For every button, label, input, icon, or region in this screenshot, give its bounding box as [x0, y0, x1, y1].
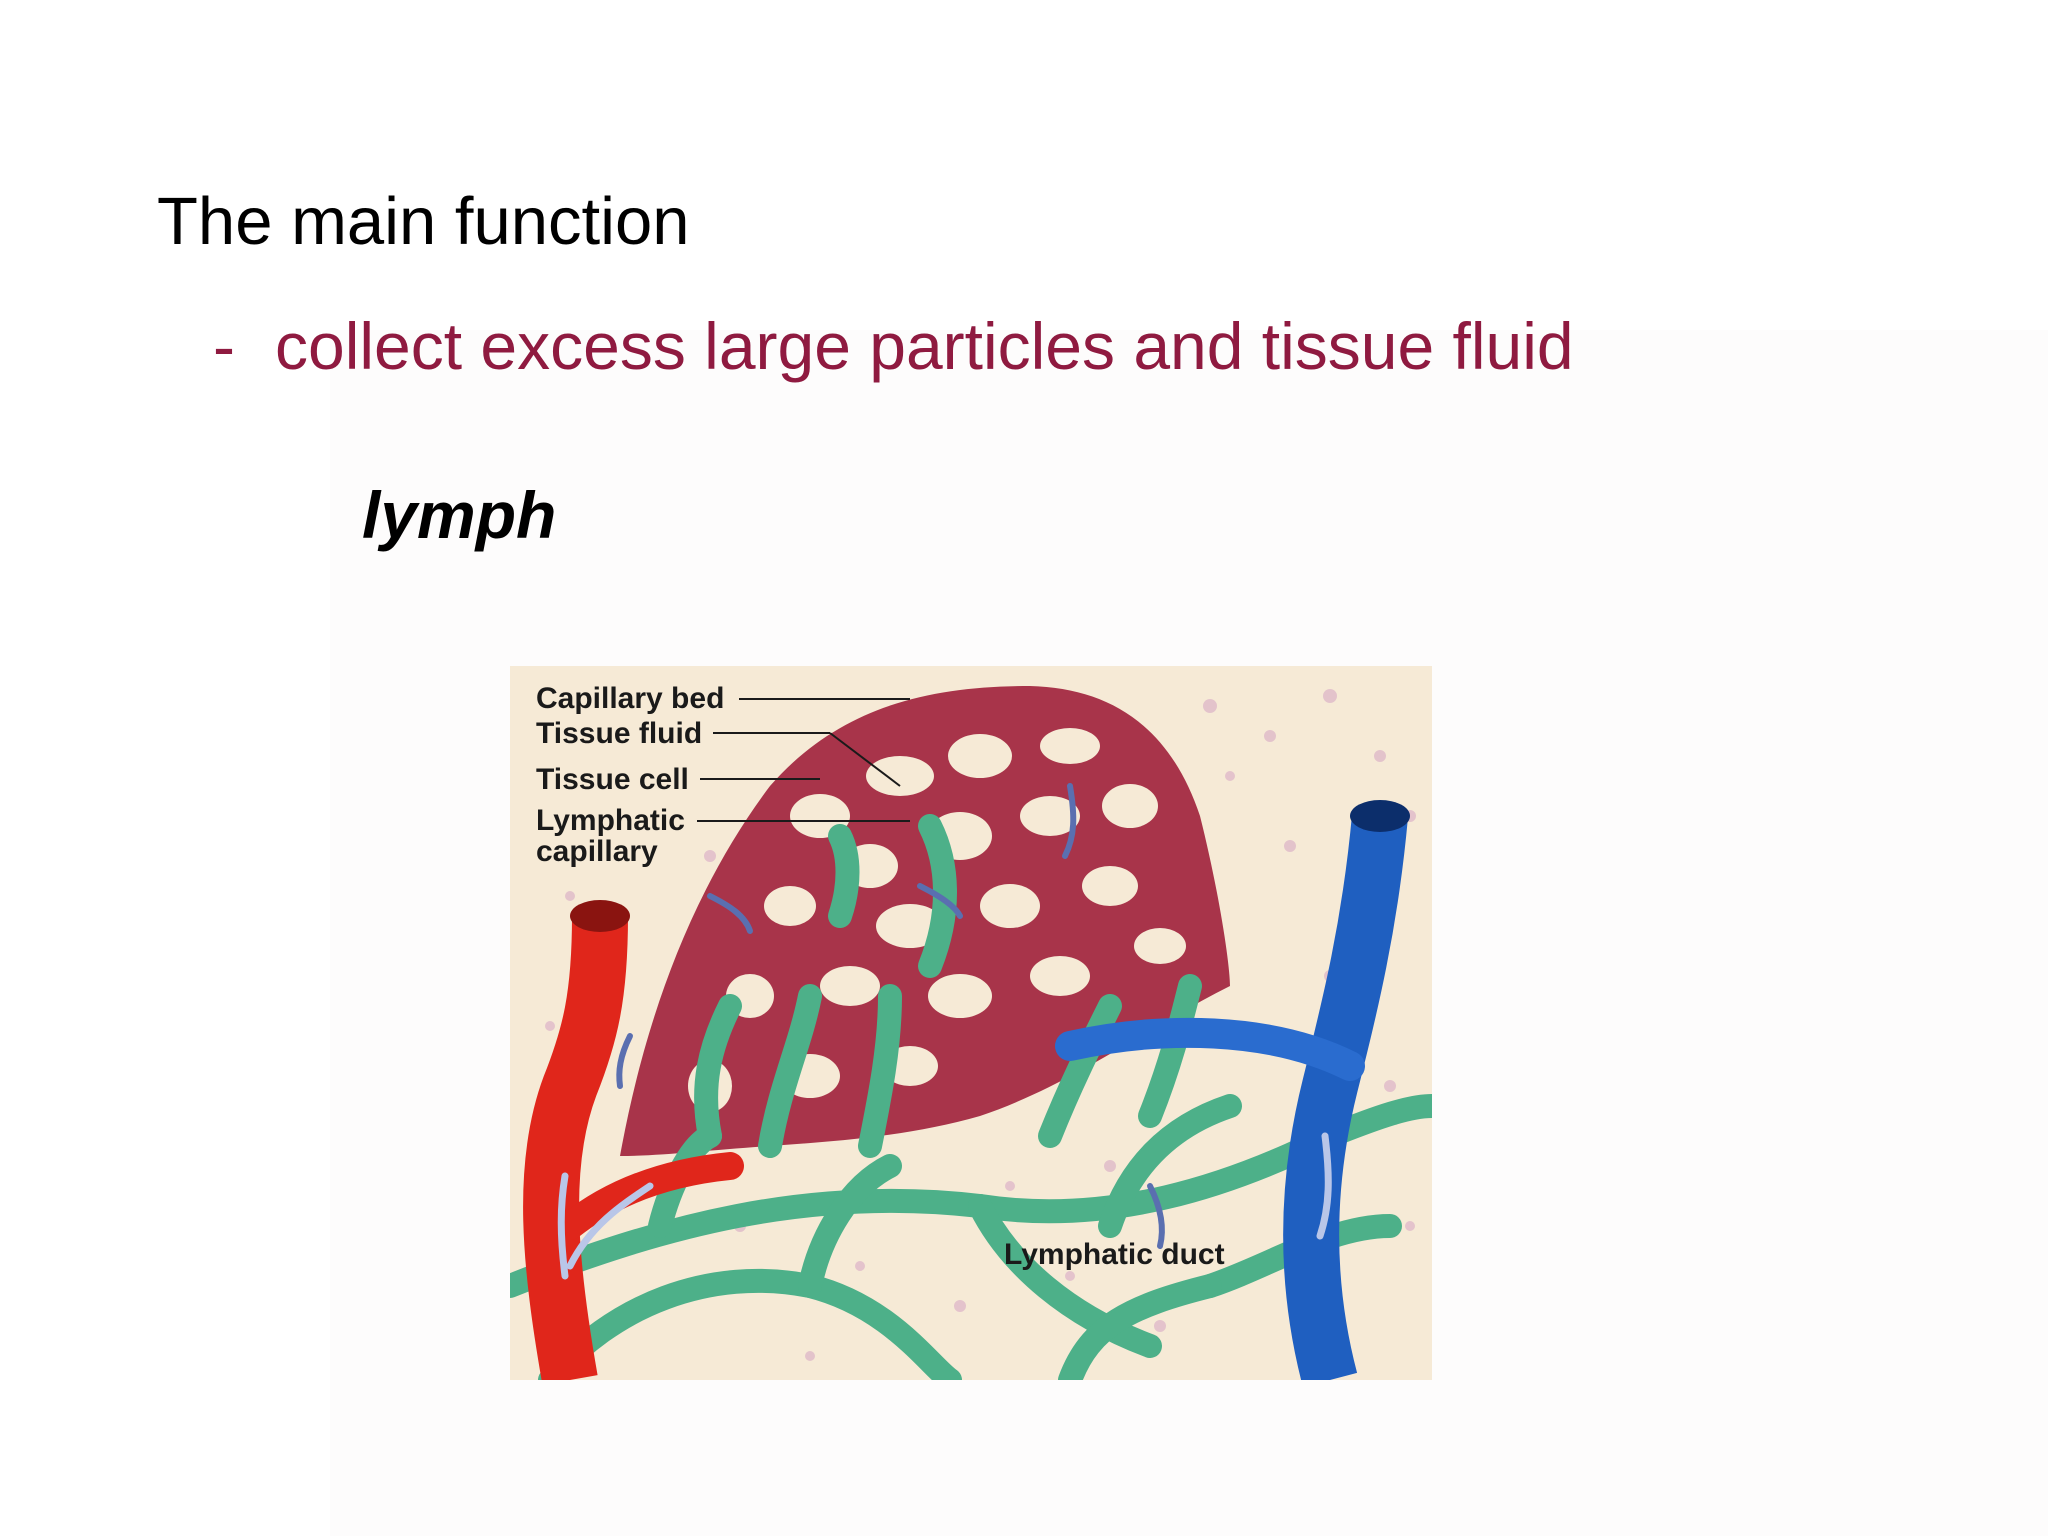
lymphatic-diagram: Capillary bed Tissue fluid Tissue cell L…	[510, 666, 1432, 1380]
bullet-point: -collect excess large particles and tiss…	[213, 313, 1574, 379]
term-lymph: lymph	[362, 478, 557, 552]
label-tissue-cell: Tissue cell	[536, 763, 689, 796]
vein	[1055, 800, 1410, 1380]
slide-heading: The main function	[157, 184, 690, 259]
bullet-dash: -	[213, 309, 235, 383]
flow-arrows	[616, 783, 1165, 1249]
label-tissue-fluid: Tissue fluid	[536, 717, 702, 750]
lymphatic-network	[510, 814, 1432, 1380]
label-lymphatic-duct: Lymphatic duct	[1004, 1238, 1225, 1271]
flow-arrows-light	[557, 1132, 1332, 1280]
lymphatic-diagram-svg: Capillary bed Tissue fluid Tissue cell L…	[510, 666, 1432, 1380]
label-lymphatic-capillary-line1: Lymphatic	[536, 804, 685, 837]
bullet-text: collect excess large particles and tissu…	[275, 309, 1574, 383]
leader-lines	[697, 698, 910, 822]
label-capillary-bed: Capillary bed	[536, 682, 724, 715]
label-lymphatic-capillary-line2: capillary	[536, 835, 658, 868]
